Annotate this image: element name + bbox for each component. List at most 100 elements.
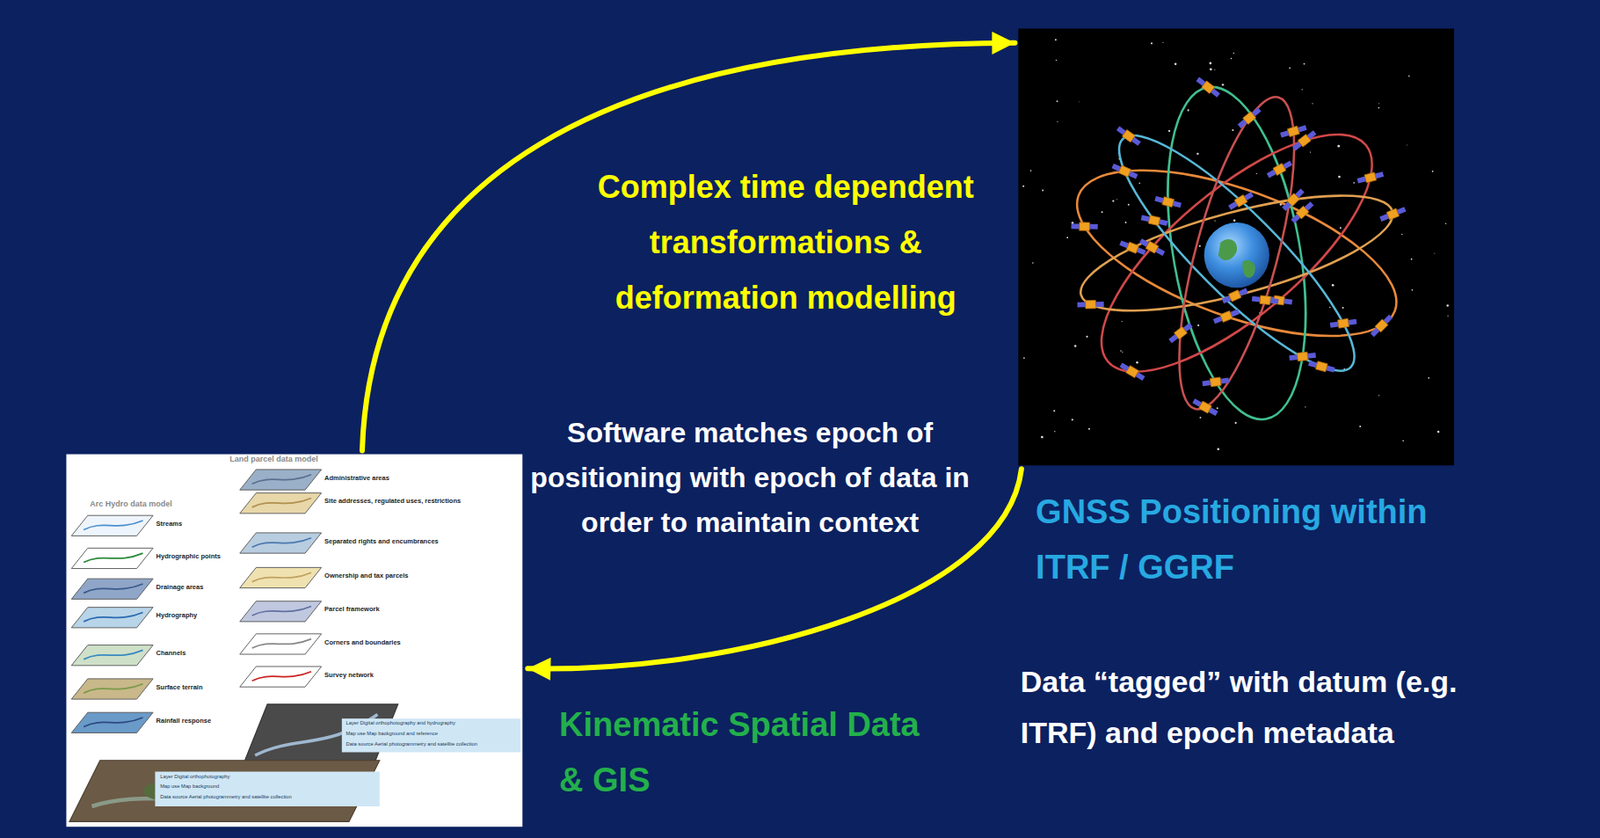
node-heading: GNSS Positioning within ITRF / GGRF [1035, 484, 1449, 596]
satellite-body [1174, 326, 1188, 339]
text-holder: Parcel framework [324, 605, 380, 613]
text-holder: Data “tagged” with datum (e.g. ITRF) and… [1020, 655, 1501, 758]
satellite-body [1338, 318, 1350, 328]
text-holder: Ownership and tax parcels [324, 572, 408, 580]
star [1311, 102, 1313, 104]
layer-label: Ownership and tax parcels [324, 572, 408, 580]
star [1337, 145, 1340, 148]
satellite [1356, 169, 1385, 185]
star [1301, 88, 1303, 90]
layer-detail [83, 552, 143, 562]
star [1120, 349, 1121, 351]
satellite [1119, 239, 1147, 257]
solar-panel [1172, 200, 1182, 208]
star [1231, 129, 1234, 131]
kinematic-gis-node: Kinematic Spatial Data & GIS [65, 454, 523, 828]
layer-detail [83, 683, 143, 693]
star [1199, 245, 1201, 248]
solar-panel [1141, 215, 1150, 223]
text-holder: Map use Map background [160, 783, 219, 789]
stars [1022, 38, 1449, 451]
solar-panel [1089, 224, 1098, 230]
satellite [1167, 321, 1193, 345]
star [1214, 219, 1215, 221]
text-holder: Channels [156, 649, 187, 657]
solar-panel [1201, 379, 1211, 386]
solar-panel [1154, 196, 1164, 204]
layer-caption: Layer Digital orthophotography and hydro… [345, 720, 455, 726]
layer-caption: Map use Map background and reference [345, 730, 437, 736]
layer-detail [252, 538, 312, 547]
orbit [1155, 87, 1318, 420]
star [1101, 210, 1104, 213]
map-layer [71, 678, 153, 699]
layer-caption: Map use Map background [160, 783, 219, 789]
satellite-body [1209, 377, 1222, 387]
earth-land [1242, 260, 1255, 278]
star [1303, 63, 1306, 66]
layer-label: Site addresses, regulated uses, restrict… [324, 497, 461, 505]
star [1056, 121, 1058, 123]
star [1432, 170, 1434, 173]
layer-detail [83, 717, 143, 727]
layer-detail [252, 639, 312, 648]
layer-detail [252, 671, 312, 681]
star [1408, 75, 1411, 78]
text-holder: Layer Digital orthophotography [160, 773, 230, 779]
star [1406, 144, 1409, 146]
solar-panel [1251, 296, 1261, 303]
star [1053, 409, 1055, 412]
star [1032, 261, 1033, 263]
star [1309, 151, 1311, 153]
satellite [1379, 205, 1407, 224]
metadata-note: Data “tagged” with datum (e.g. ITRF) and… [1020, 655, 1501, 758]
caption-box [341, 718, 521, 752]
earth-land [1218, 239, 1237, 261]
star [1121, 351, 1123, 353]
satellite [1288, 350, 1317, 362]
map-layer [71, 712, 153, 733]
layer-label: Corners and boundaries [324, 639, 401, 647]
map-layer [71, 578, 153, 599]
satellite-body [1085, 300, 1097, 309]
satellite [1194, 75, 1221, 99]
satellite [1265, 159, 1294, 180]
star [1196, 152, 1199, 155]
layer-detail [83, 649, 143, 659]
text-holder: Map use Map background and reference [345, 730, 437, 736]
satellite-image [1018, 29, 1455, 466]
solar-panel [1307, 352, 1317, 359]
satellite [1227, 190, 1255, 212]
satellite [1251, 294, 1280, 306]
cycle-arrow [362, 43, 1015, 451]
star [1112, 199, 1114, 202]
star [1329, 306, 1331, 308]
star [1331, 283, 1335, 287]
satellite [1236, 106, 1263, 131]
star [1338, 175, 1341, 179]
star [1162, 42, 1164, 44]
map-layer [71, 645, 153, 666]
transformation-note: Complex time dependent transformations &… [581, 159, 990, 326]
star [1125, 221, 1128, 224]
map-layer [240, 469, 322, 490]
layer-label: Parcel framework [324, 605, 380, 613]
satellite-body [1126, 241, 1139, 254]
star [1054, 430, 1055, 432]
orthophoto-layer [69, 760, 380, 822]
satellite-body [1364, 172, 1377, 183]
text-holder: Corners and boundaries [324, 639, 401, 647]
text-holder: Data source Aerial photogrammetry and sa… [345, 741, 478, 747]
star [1445, 223, 1447, 225]
star [1135, 361, 1139, 364]
star [1221, 83, 1224, 86]
map-layer [240, 601, 322, 622]
satellite [1221, 286, 1249, 306]
satellite-body [1079, 222, 1091, 231]
layer-label: Survey network [324, 671, 374, 679]
satellite-body [1201, 80, 1215, 94]
satellites [1070, 75, 1407, 417]
text-holder: Separated rights and encumbrances [324, 538, 439, 546]
star [1352, 181, 1355, 184]
text-holder: Surface terrain [156, 683, 204, 691]
